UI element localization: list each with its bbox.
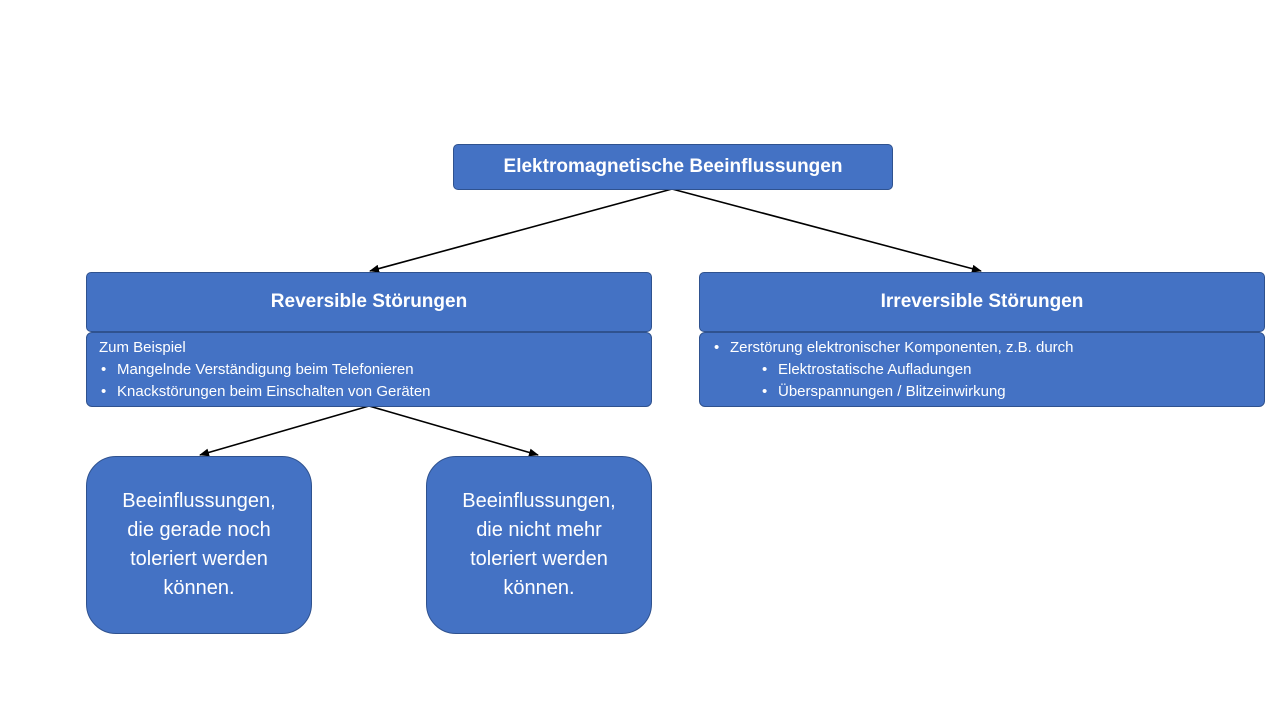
leaf-node-tolerated-text: Beeinflussungen, die gerade noch tolerie… [122,490,276,599]
irreversible-node-title: Irreversible Störungen [880,291,1084,312]
reversible-example-list: Mangelnde Verständigung beim Telefoniere… [99,359,639,403]
irreversible-node-header: Irreversible Störungen [699,272,1265,332]
irreversible-sub-item: Überspannungen / Blitzeinwirkung [712,381,1252,403]
irreversible-example-item: Zerstörung elektronischer Komponenten, z… [712,337,1252,359]
reversible-example-item: Knackstörungen beim Einschalten von Gerä… [99,381,639,403]
reversible-example-item: Mangelnde Verständigung beim Telefoniere… [99,359,639,381]
leaf-node-tolerated: Beeinflussungen, die gerade noch tolerie… [86,456,312,634]
irreversible-node-details: Zerstörung elektronischer Komponenten, z… [699,332,1265,407]
reversible-node-details: Zum Beispiel Mangelnde Verständigung bei… [86,332,652,407]
reversible-node-title: Reversible Störungen [270,291,468,312]
irreversible-sub-item: Elektrostatische Aufladungen [712,359,1252,381]
reversible-node-header: Reversible Störungen [86,272,652,332]
root-node-title: Elektromagnetische Beeinflussungen [503,156,843,177]
connector-root-to-irreversible [671,188,982,273]
root-node: Elektromagnetische Beeinflussungen [453,144,893,190]
leaf-node-not-tolerated-text: Beeinflussungen, die nicht mehr tolerier… [462,490,616,599]
reversible-intro: Zum Beispiel [99,339,186,356]
leaf-node-not-tolerated: Beeinflussungen, die nicht mehr tolerier… [426,456,652,634]
connector-reversible-to-tolerated [199,405,370,457]
irreversible-example-list: Zerstörung elektronischer Komponenten, z… [712,337,1252,403]
connector-reversible-to-not-tolerated [368,405,539,457]
connector-root-to-reversible [369,188,673,273]
